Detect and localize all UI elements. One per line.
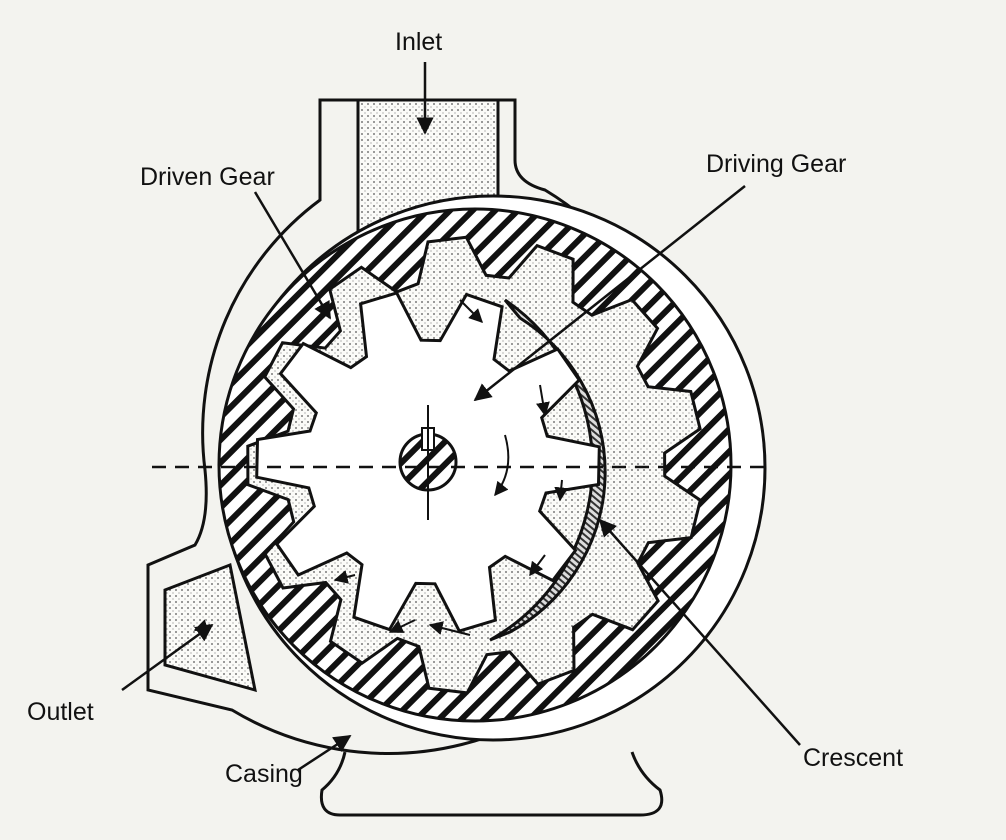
- crescent-arrow: [598, 518, 801, 746]
- flow-arrows: [193, 299, 569, 636]
- label-driving-gear: Driving Gear: [706, 150, 846, 178]
- label-crescent: Crescent: [803, 744, 903, 772]
- label-driven-gear: Driven Gear: [140, 163, 275, 191]
- label-inlet: Inlet: [395, 28, 442, 56]
- pump-base: [319, 751, 664, 817]
- casing-arrow: [297, 734, 352, 772]
- label-casing: Casing: [225, 760, 303, 788]
- label-outlet: Outlet: [27, 698, 94, 726]
- outlet-arrow: [121, 623, 214, 692]
- driving-gear-arrow: [473, 185, 746, 402]
- driven-gear-arrow: [253, 191, 332, 320]
